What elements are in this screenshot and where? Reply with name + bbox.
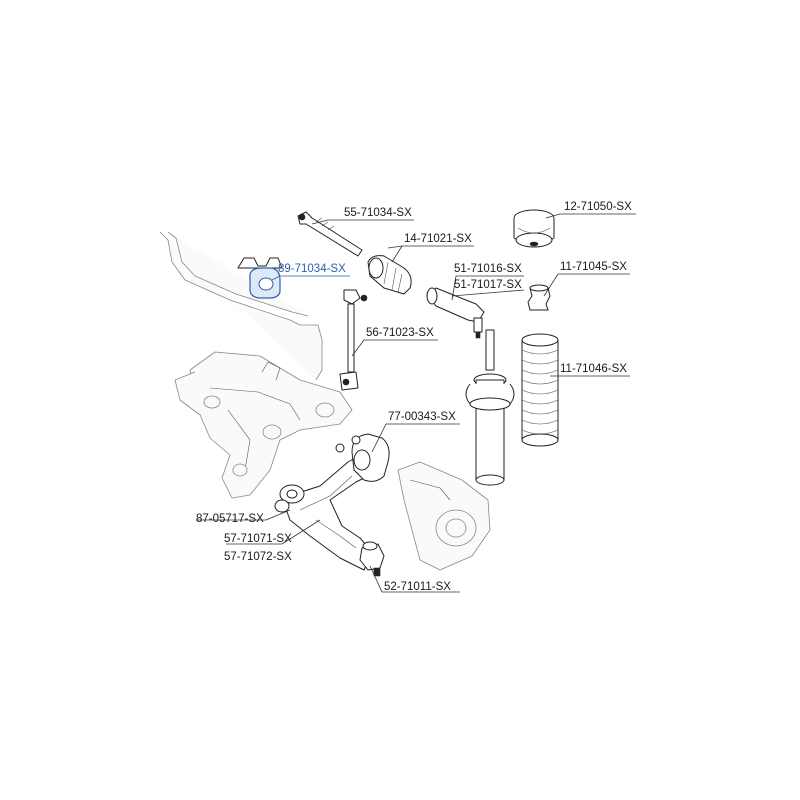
bump-stop-part <box>527 284 551 311</box>
dust-boot-part <box>521 333 559 447</box>
steering-knuckle-part <box>397 461 491 571</box>
callout-11-71046[interactable]: 11-71046-SX <box>560 363 627 375</box>
callout-51-71016[interactable]: 51-71016-SX <box>454 263 522 275</box>
strut-mount-part <box>513 209 555 248</box>
leader-lines <box>196 213 636 593</box>
lower-control-arm-part <box>274 451 381 571</box>
callout-87-05717[interactable]: 87-05717-SX <box>196 513 264 525</box>
callout-89-71034[interactable]: 89-71034-SX <box>278 263 346 275</box>
stabilizer-bushing-part <box>237 257 283 299</box>
control-arm-bushing-part <box>335 433 390 482</box>
callout-52-71011[interactable]: 52-71011-SX <box>384 581 451 593</box>
callout-11-71045[interactable]: 11-71045-SX <box>560 261 627 273</box>
shock-absorber-part <box>465 329 515 486</box>
callout-51-71017[interactable]: 51-71017-SX <box>454 279 522 291</box>
callout-labels: 55-71034-SX 14-71021-SX 89-71034-SX 12-7… <box>196 201 632 593</box>
callout-12-71050[interactable]: 12-71050-SX <box>564 201 632 213</box>
subframe <box>174 351 353 499</box>
inner-tie-rod-part <box>297 211 363 257</box>
ball-joint-part <box>359 541 385 577</box>
tie-rod-end-part <box>426 287 485 339</box>
callout-56-71023[interactable]: 56-71023-SX <box>366 327 434 339</box>
callout-55-71034[interactable]: 55-71034-SX <box>344 207 412 219</box>
callout-57-71071[interactable]: 57-71071-SX <box>224 533 292 545</box>
steering-boot-part <box>367 255 412 295</box>
callout-57-71072[interactable]: 57-71072-SX <box>224 551 292 563</box>
callout-77-00343[interactable]: 77-00343-SX <box>388 411 456 423</box>
stabilizer-link-part <box>339 289 368 391</box>
callout-14-71021[interactable]: 14-71021-SX <box>404 233 472 245</box>
